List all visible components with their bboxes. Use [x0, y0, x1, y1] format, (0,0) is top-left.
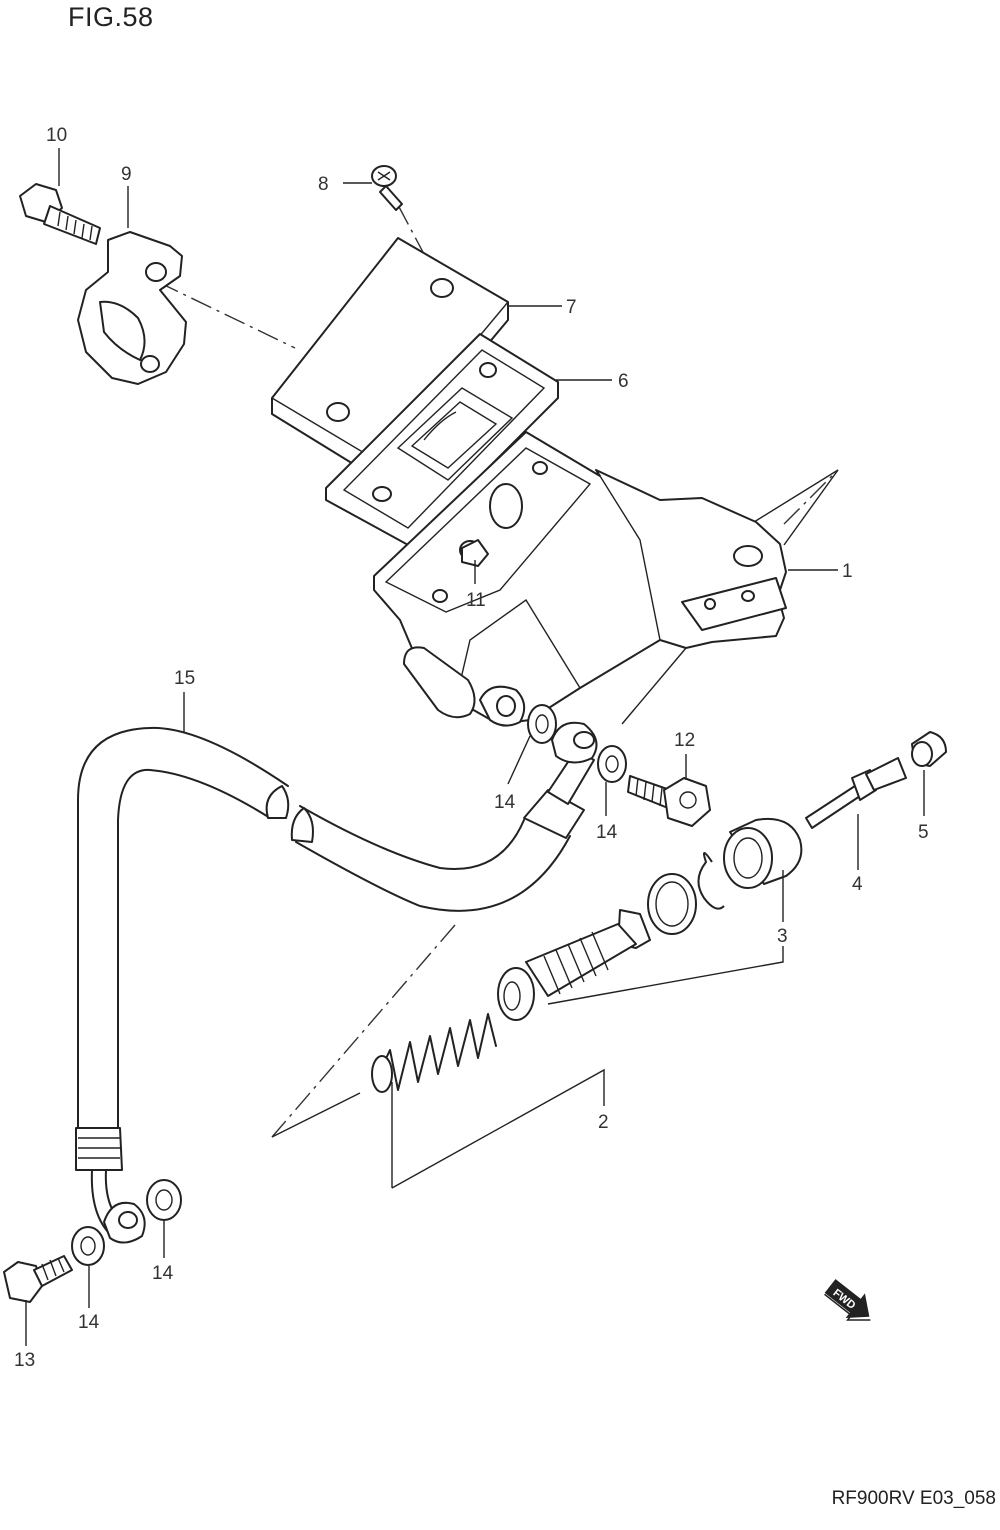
cap-part-5: [911, 731, 947, 767]
washers-part-14: [71, 704, 627, 1266]
callout-9: 9: [121, 164, 132, 185]
figure-footer-code: RF900RV E03_058: [831, 1488, 996, 1509]
callout-4: 4: [852, 874, 863, 895]
leader-lines: [25, 148, 925, 1346]
push-rod-part-4: [805, 757, 907, 829]
cap-part-11: [461, 539, 489, 567]
callout-3: 3: [777, 926, 788, 947]
callout-1: 1: [842, 561, 853, 582]
callout-6: 6: [618, 371, 629, 392]
diaphragm-part-6: [325, 333, 559, 547]
union-bolt-part-13: [3, 1255, 73, 1303]
callout-labels: 10 9 8 7 6 1 11 15 12 14 14 5 4 3 2 14 1…: [14, 125, 929, 1371]
callout-15: 15: [174, 668, 195, 689]
reservoir-cap-part-7: [271, 237, 509, 479]
callout-14-upper-left: 14: [494, 792, 516, 813]
callout-12: 12: [674, 730, 695, 751]
callout-7: 7: [566, 297, 577, 318]
figure-title: FIG.58: [68, 2, 154, 32]
callout-13: 13: [14, 1350, 35, 1371]
piston-boot-part-3: [497, 818, 803, 1021]
callout-14-lower-right: 14: [152, 1263, 174, 1284]
fwd-arrow-icon: FWD: [824, 1279, 871, 1321]
callout-14-lower-left: 14: [78, 1312, 100, 1333]
hose-part-15: [75, 721, 598, 1244]
callout-8: 8: [318, 174, 329, 195]
part2-pointer-lines: [271, 1092, 361, 1138]
spring-part-2: [371, 1013, 497, 1093]
screw-part-8: [371, 165, 403, 211]
callout-11: 11: [466, 590, 486, 611]
clamp-part-9: [77, 231, 187, 385]
callout-10: 10: [46, 125, 67, 146]
bolt-part-10: [19, 183, 101, 245]
master-cylinder-part-1: [373, 431, 787, 727]
union-bolt-part-12: [627, 775, 711, 827]
callout-14-upper-right: 14: [596, 822, 618, 843]
part1-pointer-lines: [621, 469, 839, 725]
callout-2: 2: [598, 1112, 609, 1133]
callout-5: 5: [918, 822, 929, 843]
